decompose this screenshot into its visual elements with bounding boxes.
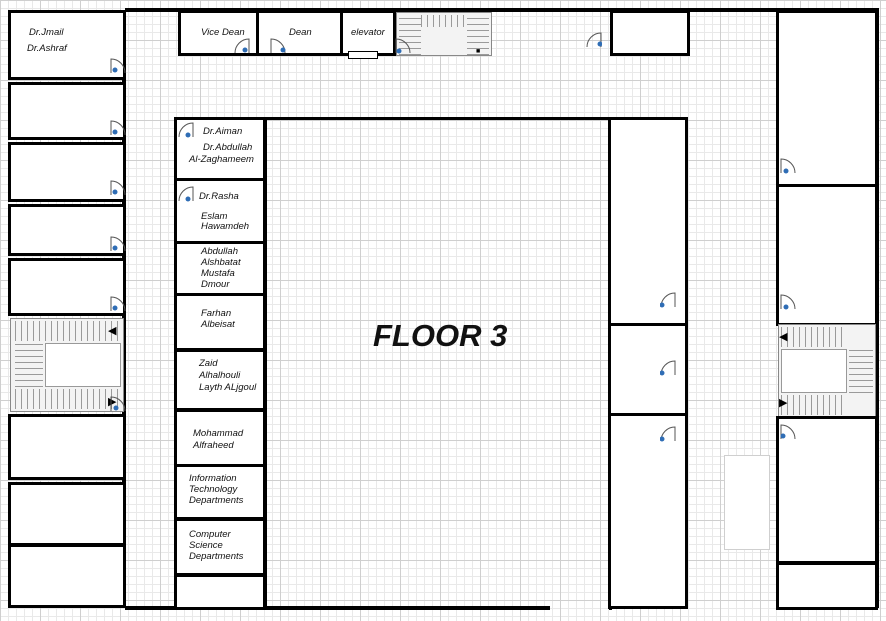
column-office-4-label-2: Albeisat: [201, 319, 235, 330]
door-icon[interactable]: [780, 158, 796, 174]
column-office-3-label-3: Mustafa: [201, 268, 235, 279]
column-office-6: Mohammad Alfraheed: [174, 409, 266, 467]
column-office-4: Farhan Albeisat: [174, 293, 266, 351]
left-room-5: [8, 258, 126, 316]
column-office-3-label-2: Alshbatat: [201, 257, 241, 268]
left-stair-arrow-up-icon: ◀: [108, 325, 117, 337]
column-office-3-label-1: Abdullah: [201, 246, 238, 257]
column-office-5-label-3: Layth ALjgoul: [199, 382, 257, 393]
column-office-6-label-1: Mohammad: [193, 428, 244, 439]
door-icon[interactable]: [110, 58, 126, 74]
door-icon[interactable]: [660, 360, 676, 376]
column-office-5-label-1: Zaid: [199, 358, 218, 369]
column-office-1-label-1: Dr.Aiman: [203, 126, 243, 137]
door-icon[interactable]: [178, 186, 194, 202]
right-room-3: [776, 416, 878, 564]
right-stair-arrow-right-icon: ▶: [779, 397, 788, 409]
door-icon[interactable]: [110, 396, 126, 412]
right-mid-room-2: [608, 323, 688, 417]
column-office-5-label-2: Alhalhouli: [199, 370, 241, 381]
door-icon[interactable]: [110, 180, 126, 196]
door-icon[interactable]: [110, 120, 126, 136]
top-elevator-room: elevator: [340, 10, 396, 56]
elevator-door[interactable]: [348, 51, 378, 59]
left-office-1-label-1: Dr.Jmail: [29, 27, 64, 38]
column-office-8-label-1: Computer: [189, 529, 231, 540]
column-office-7-label-3: Departments: [189, 495, 244, 506]
outer-wall-top: [125, 8, 878, 12]
left-office-1-label-2: Dr.Ashraf: [27, 43, 67, 54]
left-room-4: [8, 204, 126, 256]
door-icon[interactable]: [780, 294, 796, 310]
elevator-label: elevator: [351, 27, 385, 38]
outer-wall-bottom: [125, 606, 550, 610]
door-icon[interactable]: [178, 122, 194, 138]
right-mid-room-3: [608, 413, 688, 609]
left-room-8: [8, 544, 126, 608]
column-office-2-label-3: Hawamdeh: [201, 221, 250, 232]
right-staircase: [778, 324, 876, 418]
left-room-3: [8, 142, 126, 202]
vice-dean-label: Vice Dean: [201, 27, 245, 38]
column-office-7: Information Technology Departments: [174, 464, 266, 520]
top-stair-arrow-icon: ■: [476, 48, 481, 55]
outline-box: [724, 455, 770, 550]
column-office-2-label-1: Dr.Rasha: [199, 191, 239, 202]
right-mid-room-1: [608, 117, 688, 327]
column-office-3: Abdullah Alshbatat Mustafa Dmour: [174, 241, 266, 296]
door-icon[interactable]: [660, 292, 676, 308]
door-icon[interactable]: [586, 32, 602, 48]
left-room-2: [8, 82, 126, 140]
left-room-7: [8, 482, 126, 546]
door-icon[interactable]: [660, 426, 676, 442]
column-office-5: Zaid Alhalhouli Layth ALjgoul: [174, 349, 266, 411]
column-office-8-label-2: Science: [189, 540, 223, 551]
column-office-8-label-3: Departments: [189, 551, 244, 562]
floor-title: FLOOR 3: [373, 318, 508, 353]
door-icon[interactable]: [395, 38, 411, 54]
right-stair-arrow-left-icon: ◀: [779, 331, 788, 343]
column-office-4-label-1: Farhan: [201, 308, 232, 319]
left-room-6: [8, 414, 126, 480]
right-room-4: [776, 562, 878, 610]
column-office-7-label-1: Information: [189, 473, 237, 484]
column-office-6-label-2: Alfraheed: [193, 440, 234, 451]
central-hall: [264, 117, 612, 610]
door-icon[interactable]: [234, 38, 250, 54]
column-office-7-label-2: Technology: [189, 484, 238, 495]
door-icon[interactable]: [780, 424, 796, 440]
left-office-1: Dr.Jmail Dr.Ashraf: [8, 10, 126, 80]
column-office-3-label-4: Dmour: [201, 279, 230, 290]
column-office-1-label-2: Dr.Abdullah: [203, 142, 253, 153]
column-office-1-label-3: Al-Zaghameem: [189, 154, 254, 165]
column-office-1: Dr.Aiman Dr.Abdullah Al-Zaghameem: [174, 117, 266, 181]
column-office-2-label-2: Eslam: [201, 211, 228, 222]
column-room-9: [174, 574, 266, 610]
left-stair-arrow-down-icon: ▶: [108, 396, 117, 408]
door-icon[interactable]: [270, 38, 286, 54]
dean-label: Dean: [289, 27, 312, 38]
top-staircase: [396, 12, 492, 56]
door-icon[interactable]: [110, 236, 126, 252]
door-icon[interactable]: [110, 296, 126, 312]
top-room-right: [610, 10, 690, 56]
left-staircase: [10, 318, 124, 412]
column-office-8: Computer Science Departments: [174, 518, 266, 576]
